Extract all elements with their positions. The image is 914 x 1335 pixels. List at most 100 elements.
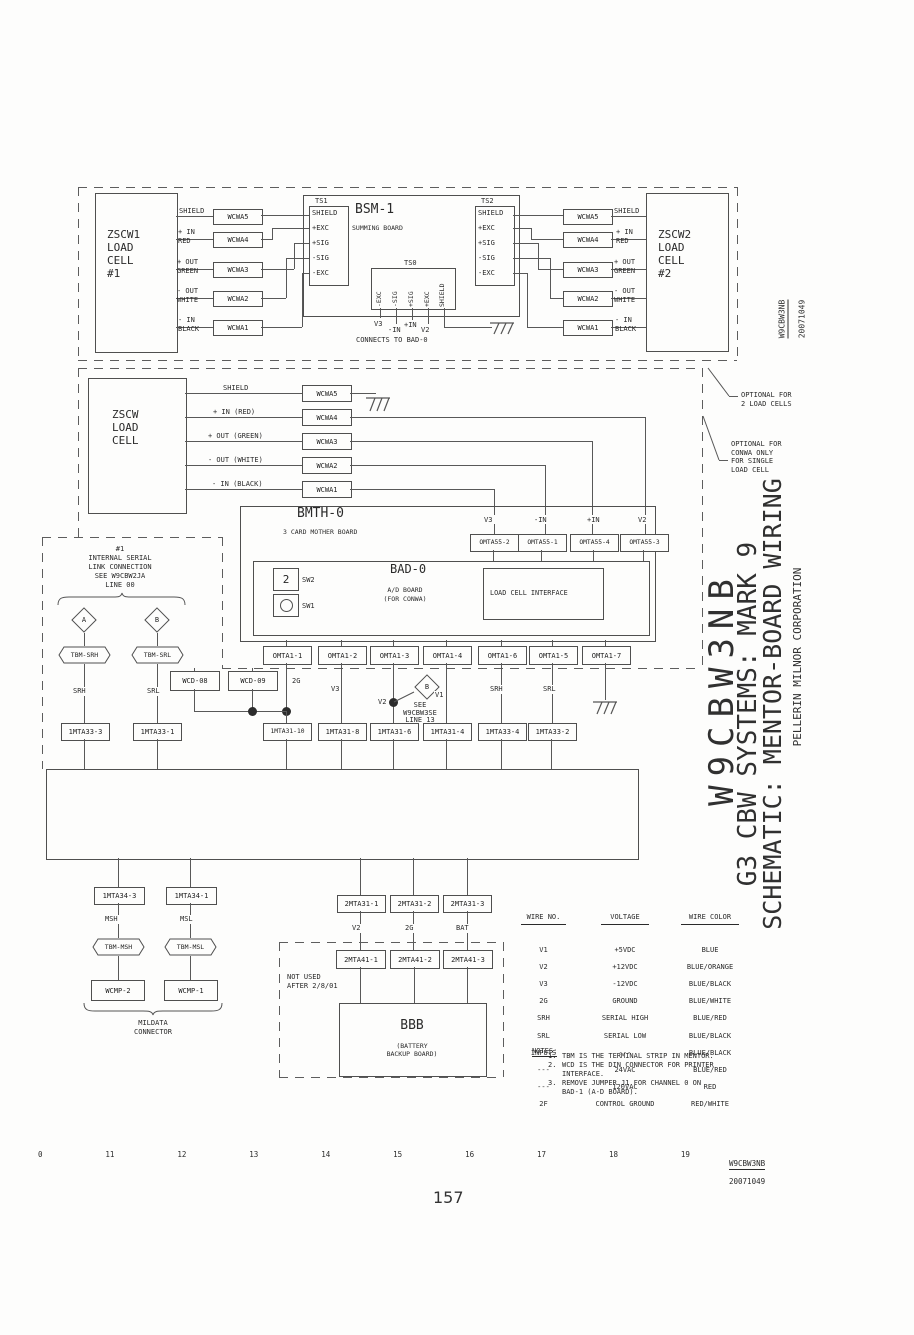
wire-line — [261, 298, 286, 299]
mildata-caption: MILDATA CONNECTOR — [134, 1019, 172, 1036]
ground-icon — [490, 322, 514, 335]
ts1-terminal: +SIG — [312, 239, 329, 247]
dashed-border — [78, 360, 737, 361]
ts1-terminal: -EXC — [312, 269, 329, 277]
wire-line — [360, 858, 361, 895]
load-cell-interface-box — [483, 568, 604, 620]
leader-line — [393, 691, 415, 703]
wire-line — [294, 243, 309, 244]
omta55-connector: OMTA55-2 — [470, 534, 519, 552]
schematic-stroke — [131, 646, 184, 664]
omta55-wire-label: V3 — [483, 516, 494, 525]
sw2-label: SW2 — [302, 576, 315, 584]
mta-connector: 1MTA34-1 — [166, 887, 217, 905]
bmth0-title: BMTH-0 — [297, 506, 344, 521]
wire-line — [261, 327, 302, 328]
zscw1-load-cell-label: ZSCW1 LOAD CELL #1 — [107, 228, 141, 280]
wire-table-col-color: BLUE BLUE/ORANGE BLUE/BLACK BLUE/WHITE B… — [660, 937, 760, 1117]
wire-label: SHIELD — [614, 207, 640, 215]
ts0-wire-label: -IN — [388, 326, 401, 334]
ruler-mark: 0 — [38, 1150, 43, 1159]
wcwa-connector: WCWA3 — [563, 262, 613, 278]
wire-line — [350, 441, 592, 442]
omta1-connector: OMTA1-6 — [478, 646, 527, 665]
wire-line — [190, 956, 191, 980]
notes-title-text: NOTES: — [532, 1046, 558, 1057]
table-cell: INPUTS — [530, 1048, 557, 1057]
load-cell-interface-label: LOAD CELL INTERFACE — [490, 589, 568, 597]
omta55-wire-label: +IN — [586, 516, 601, 525]
wire-line — [286, 640, 287, 646]
table-cell: -12VDC — [612, 979, 638, 988]
schematic-stroke — [610, 701, 617, 715]
ruler-mark: 18 — [608, 1150, 619, 1159]
connects-note: CONNECTS TO BAD-0 — [356, 336, 428, 344]
mta-connector: 2MTA31-2 — [390, 895, 439, 913]
ts1-terminal: -SIG — [312, 254, 329, 262]
mta-connector: 2MTA41-2 — [390, 950, 440, 969]
mta-connector: 1MTA31-8 — [318, 723, 367, 741]
ts0-terminal: +SIG — [407, 291, 415, 307]
table-cell: BLUE/BLACK — [688, 979, 732, 988]
ts0-wire-label: V2 — [421, 326, 430, 334]
bbb-subtitle: (BATTERY BACKUP BOARD) — [386, 1042, 438, 1058]
wire-line — [176, 239, 213, 240]
note-number: 3. — [548, 1079, 557, 1087]
serial-link-note: #1 INTERNAL SERIAL LINK CONNECTION SEE W… — [88, 545, 152, 589]
wire-line — [538, 243, 539, 269]
brace-icon — [57, 592, 186, 606]
schematic-stroke — [500, 322, 507, 335]
wcwa-connector: WCWA4 — [213, 232, 263, 248]
table-cell: 2G — [539, 997, 548, 1006]
mta-connector: 1MTA33-3 — [61, 723, 110, 741]
ts0-wire-label: +IN — [404, 321, 417, 329]
footer-doc-num: 20071049 — [729, 1177, 766, 1186]
wire-table-header: WIRE NO. — [521, 913, 566, 925]
wire-line — [157, 633, 158, 646]
bmth0-subtitle: 3 CARD MOTHER BOARD — [283, 528, 358, 536]
wire-line — [190, 858, 191, 887]
leader-line — [702, 415, 720, 461]
bad0-subtitle: A/D BOARD (FOR CONWA) — [383, 586, 427, 603]
wire-line — [605, 640, 606, 646]
ts2-terminal: +EXC — [478, 224, 495, 232]
ts0-terminal-strip — [371, 268, 456, 310]
dashed-border — [503, 942, 504, 1077]
bsm1-board-box — [303, 195, 520, 317]
wire-line — [413, 858, 414, 895]
sw2-value: 2 — [282, 573, 290, 586]
label — [58, 646, 111, 664]
wire-line — [393, 640, 394, 646]
wire-label: V2 — [377, 698, 388, 707]
label — [164, 938, 217, 956]
dashed-border — [78, 368, 702, 369]
wire-line — [341, 739, 342, 769]
footer-doc-id: W9CBW3NB 20071049 — [729, 1150, 766, 1186]
wire-label: SHIELD — [222, 384, 250, 393]
bad0-board-box — [253, 561, 650, 636]
corner-doc-id: W9CBW3NB 20071049 — [768, 293, 807, 346]
wire-label: SRH — [489, 685, 504, 694]
ruler-mark: 15 — [393, 1150, 403, 1159]
omta55-connector: OMTA55-3 — [620, 534, 669, 552]
wire-line — [286, 739, 287, 769]
wire-line — [393, 739, 394, 769]
wire-label: - OUT WHITE — [177, 287, 199, 304]
table-cell: --- — [537, 1083, 550, 1092]
wire-line — [513, 243, 538, 244]
wire-line — [286, 258, 309, 259]
ts1-title: TS1 — [315, 197, 328, 205]
dashed-border — [222, 537, 223, 668]
omta1-connector: OMTA1-4 — [423, 646, 472, 665]
wcwa-connector: WCWA3 — [302, 433, 352, 450]
wire-line — [592, 441, 593, 515]
wire-line — [550, 298, 563, 299]
wcd08-connector: WCD-08 — [170, 671, 220, 691]
wire-line — [272, 228, 309, 229]
label — [131, 646, 184, 664]
wire-line — [176, 298, 213, 299]
mta-connector: 1MTA33-4 — [478, 723, 527, 741]
wire-label: + IN RED — [616, 228, 633, 245]
dashed-border — [42, 537, 222, 538]
table-cell: GROUND — [612, 997, 638, 1006]
